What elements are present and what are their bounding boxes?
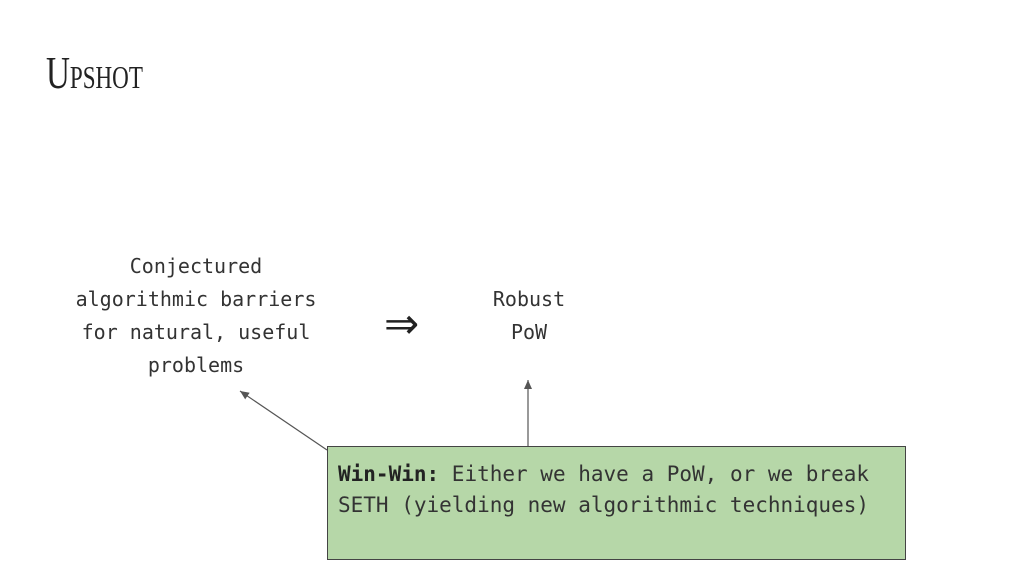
win-win-callout: Win-Win: Either we have a PoW, or we bre… <box>327 446 906 560</box>
callout-lead: Win-Win: <box>338 462 440 486</box>
conclusion-text: Robust PoW <box>492 287 566 344</box>
callout-body: Either we have a PoW, or we break SETH (… <box>338 462 870 517</box>
implies-arrow: ⇒ <box>384 299 420 348</box>
premise-text: Conjectured algorithmic barriers for nat… <box>75 254 317 377</box>
arrow-to-premise <box>239 390 328 451</box>
slide-title: Upshot <box>46 47 143 98</box>
